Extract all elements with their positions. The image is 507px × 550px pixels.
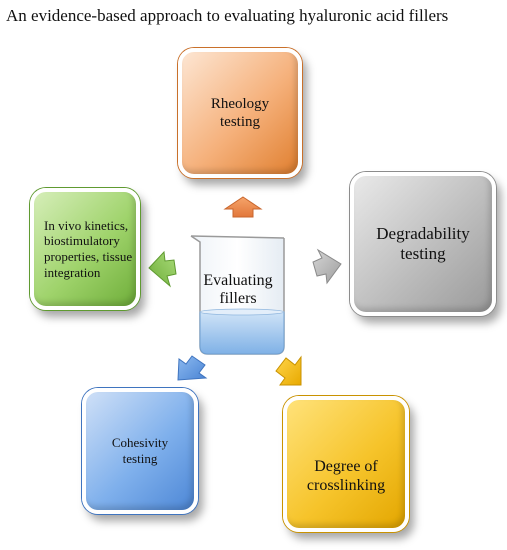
figure-title: An evidence-based approach to evaluating… [6,6,449,25]
crosslinking-label-line1: Degree of [314,457,378,475]
arrow-down-left-cohesivity [177,355,208,381]
center-label-line2: fillers [219,290,257,308]
beaker-icon [190,235,285,355]
rheology-testing-box: Rheology testing [178,48,302,178]
degree-of-crosslinking-box: Degree of crosslinking [283,396,409,532]
cohesivity-testing-box: Cohesivity testing [82,388,198,514]
arrow-up-rheology [223,196,263,218]
degradability-label-line1: Degradability [376,223,470,243]
invivo-label-line2: biostimulatory [44,233,120,249]
in-vivo-kinetics-box: In vivo kinetics, biostimulatory propert… [30,188,140,310]
arrow-right-degradability [312,248,342,285]
invivo-label-line4: integration [44,264,101,280]
center-label-line1: Evaluating [203,272,273,289]
arrow-down-right-crosslinking [275,355,302,386]
cohesivity-testing-label: Cohesivity testing [111,435,169,466]
rheology-testing-label: Rheology testing [210,96,270,130]
invivo-label-line1: In vivo kinetics, [44,217,129,233]
degradability-label-line2: testing [400,244,446,263]
crosslinking-label-line2: crosslinking [306,477,386,494]
evaluating-fillers-label: Evaluating fillers [190,272,286,309]
invivo-label-line3: properties, tissue [44,249,133,264]
degradability-testing-box: Degradability testing [350,172,496,316]
arrow-left-invivo [148,250,177,288]
